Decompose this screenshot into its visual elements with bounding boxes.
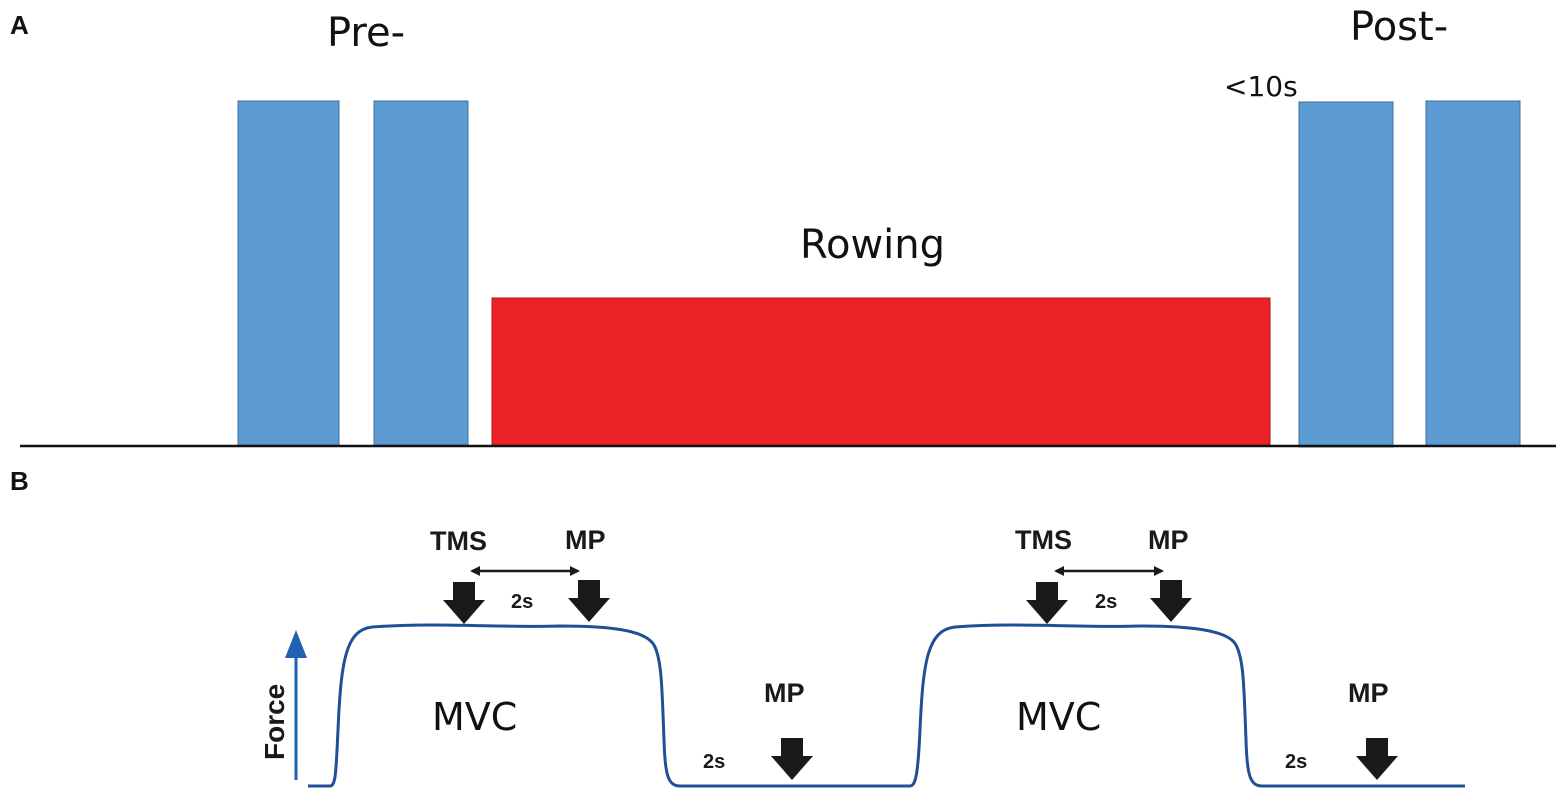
tms-stim-arrow (443, 582, 485, 624)
pre-test-block-2 (373, 100, 469, 446)
tms-label: TMS (430, 526, 487, 556)
force-trace (308, 623, 1465, 788)
post-label: Post- (1350, 4, 1448, 50)
cycle-1: MVC TMS MP 2s MP 2s (430, 525, 813, 780)
interval-label: 2s (1095, 591, 1117, 613)
rowing-block (491, 297, 1271, 446)
rowing-label: Rowing (800, 222, 945, 268)
panel-b: B Force MVC TMS MP 2s MP 2s MVC TMS MP 2… (10, 466, 1465, 788)
force-axis-label: Force (259, 684, 290, 760)
rest-mp-label: MP (764, 678, 805, 708)
post-test-block-2 (1425, 100, 1521, 447)
tms-stim-arrow (1026, 582, 1068, 624)
rest-interval-label: 2s (703, 751, 725, 773)
panel-a: A Pre- Post- <10s Rowing (10, 4, 1556, 448)
post-test-block-1 (1298, 101, 1394, 448)
force-axis-arrowhead (285, 630, 307, 658)
mp-label: MP (1148, 525, 1189, 555)
interval-label: 2s (511, 591, 533, 613)
panel-b-letter: B (10, 466, 29, 496)
mp-stim-arrow (1150, 580, 1192, 622)
pre-label: Pre- (327, 10, 405, 56)
rest-interval-label: 2s (1285, 751, 1307, 773)
rest-mp-stim-arrow (771, 738, 813, 780)
rest-mp-stim-arrow (1356, 738, 1398, 780)
panel-a-letter: A (10, 10, 29, 40)
cycle-2: MVC TMS MP 2s MP 2s (1015, 525, 1398, 780)
tms-label: TMS (1015, 525, 1072, 555)
pre-test-block-1 (237, 100, 340, 446)
interval-label: <10s (1224, 70, 1298, 103)
rest-mp-label: MP (1348, 678, 1389, 708)
mvc-label: MVC (1016, 695, 1101, 739)
mp-label: MP (565, 525, 606, 555)
mp-stim-arrow (568, 580, 610, 622)
mvc-label: MVC (432, 695, 517, 739)
